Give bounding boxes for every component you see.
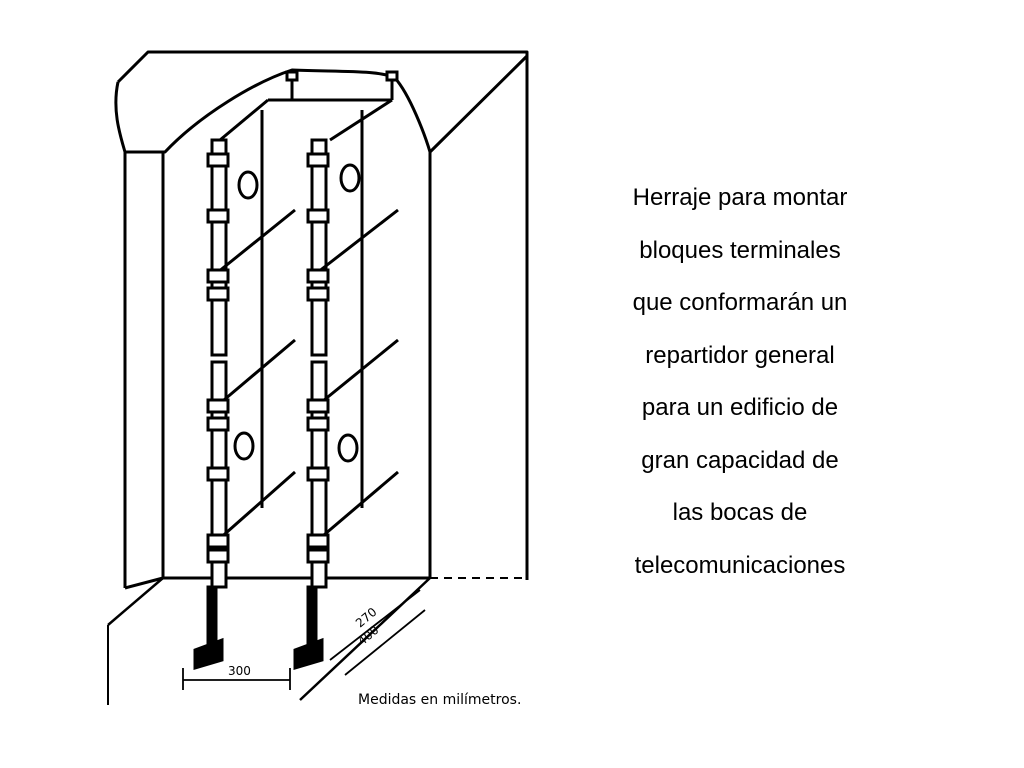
caption: Herraje para montar bloques terminales q… (600, 172, 880, 592)
rack-hardware-drawing: 300 270 400 Medidas en milímetros. (104, 38, 556, 708)
caption-line: que conformarán un (632, 289, 848, 316)
caption-line: telecomunicaciones (634, 551, 846, 579)
caption-line: repartidor general (645, 341, 835, 369)
left-upright-frame (193, 110, 296, 671)
caption-line: bloques terminales (639, 236, 841, 264)
caption-line: las bocas de (672, 499, 808, 526)
caption-line: para un edificio de (641, 394, 839, 421)
units-note: Medidas en milímetros. (358, 692, 521, 708)
caption-line: gran capacidad de (641, 446, 839, 474)
right-upright-frame (293, 110, 399, 671)
caption-line: Herraje para montar (632, 184, 848, 211)
dimension-lines (182, 589, 426, 690)
drawing-background (104, 38, 556, 708)
dim-width-label: 300 (228, 664, 251, 678)
